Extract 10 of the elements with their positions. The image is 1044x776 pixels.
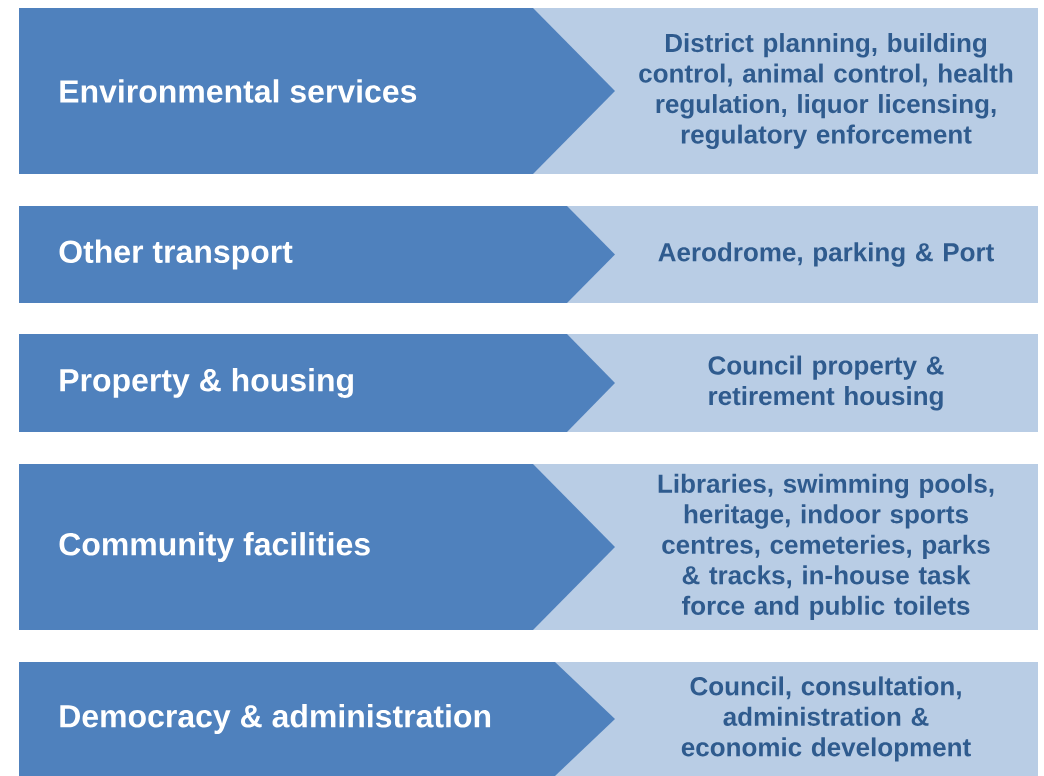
service-panel: Aerodrome, parking & Port (567, 206, 1038, 303)
category-banner: Community facilities (19, 464, 615, 630)
category-banner: Other transport (19, 206, 615, 303)
category-banner: Property & housing (19, 334, 615, 432)
category-banner: Democracy & administration (19, 662, 615, 776)
service-panel: District planning, building control, animal control, health regulation, liquor licensing, regulatory enforcement (533, 8, 1038, 174)
service-panel: Council property & retirement housing (567, 334, 1038, 432)
category-banner: Environmental services (19, 8, 615, 174)
service-panel: Council, consultation, administration & economic development (555, 662, 1038, 776)
service-panel: Libraries, swimming pools, heritage, indoor sports centres, cemeteries, parks & tracks, in-house task force and public toilets (533, 464, 1038, 630)
